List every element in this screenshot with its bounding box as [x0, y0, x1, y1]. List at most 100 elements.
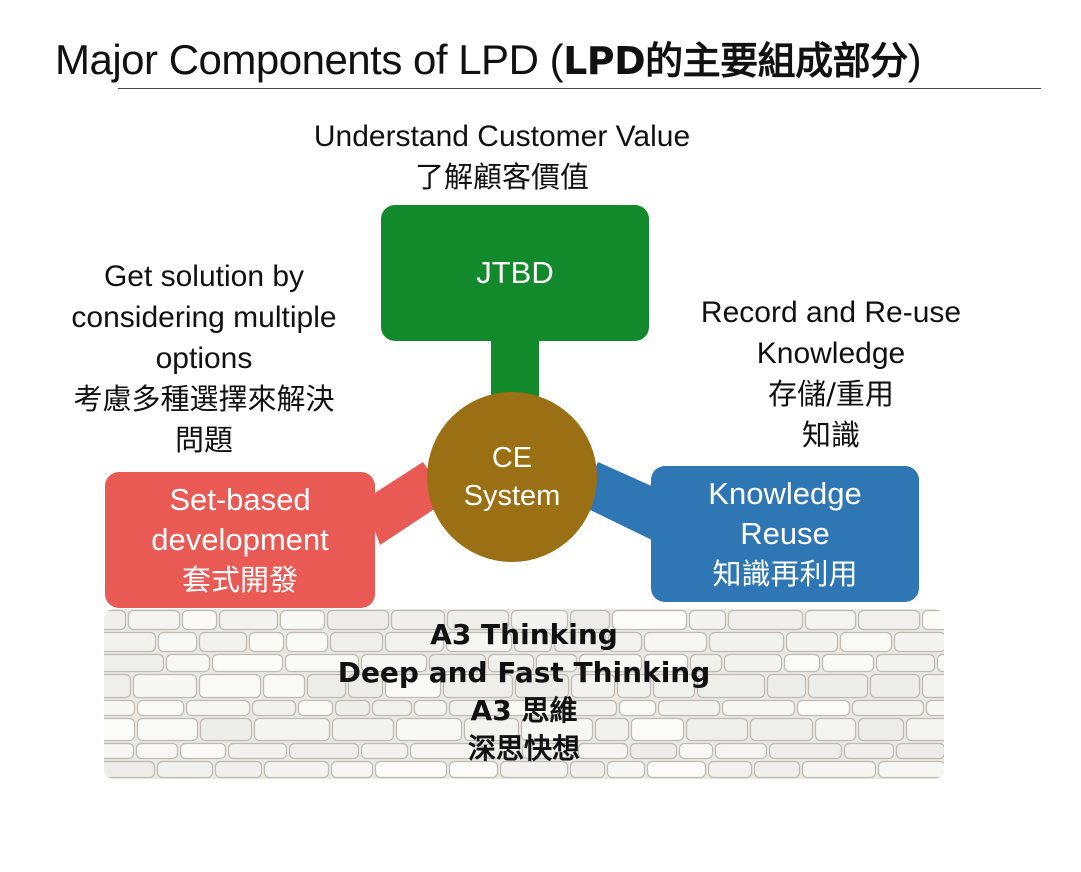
title-chinese: LPD的主要組成部分 — [563, 39, 908, 83]
stone — [569, 760, 606, 779]
stone — [484, 742, 521, 760]
stone — [136, 699, 185, 717]
stone — [629, 742, 678, 760]
hub-line2: System — [463, 480, 561, 512]
stone — [445, 631, 513, 653]
stone — [442, 673, 514, 699]
stone — [707, 760, 753, 779]
stone — [553, 631, 607, 653]
stone — [807, 673, 869, 699]
stone — [104, 717, 136, 742]
stone — [371, 699, 413, 717]
stone — [374, 760, 448, 779]
stone — [630, 717, 685, 742]
stone — [510, 609, 569, 631]
stone — [723, 653, 783, 673]
stone — [360, 742, 409, 760]
stone — [330, 760, 374, 779]
stone — [521, 742, 577, 760]
stone — [306, 673, 347, 699]
stone — [783, 653, 821, 673]
right-annotation-zh-1: 存儲/重用 — [768, 377, 894, 411]
stone — [851, 699, 925, 717]
stone — [253, 717, 331, 742]
stone — [560, 699, 618, 717]
stone — [643, 653, 689, 673]
jtbd-label: JTBD — [476, 255, 554, 290]
stone — [821, 653, 875, 673]
stone — [288, 742, 360, 760]
foundation-text: A3 Thinking Deep and Fast Thinking A3 思維… — [104, 616, 944, 768]
stone — [502, 699, 560, 717]
stone — [211, 653, 284, 673]
stone — [198, 673, 262, 699]
stone — [843, 742, 895, 760]
left-annotation: Get solution by considering multiple opt… — [44, 256, 364, 461]
set-based-zh: 套式開發 — [181, 563, 298, 597]
stone — [448, 699, 502, 717]
stone-wall-foundation — [104, 609, 944, 779]
stone — [814, 717, 857, 742]
stone — [513, 631, 553, 653]
stone — [326, 609, 390, 631]
stone — [796, 699, 851, 717]
knowledge-reuse-line2: Reuse — [740, 516, 830, 551]
stone — [875, 653, 936, 673]
knowledge-reuse-box: Knowledge Reuse 知識再利用 — [651, 466, 919, 602]
stone — [384, 673, 442, 699]
stone — [727, 609, 804, 631]
stone — [578, 653, 643, 673]
stone — [857, 717, 905, 742]
stone — [570, 673, 616, 699]
title-main: Major Components of LPD ( — [55, 36, 564, 83]
stone — [214, 760, 263, 779]
stone — [263, 760, 330, 779]
top-annotation: Understand Customer Value 了解顧客價值 — [282, 116, 722, 198]
stone — [678, 742, 714, 760]
stone — [135, 742, 179, 760]
hub-line1: CE — [491, 442, 533, 474]
stone — [749, 717, 814, 742]
set-based-line1: Set-based — [169, 482, 311, 517]
top-annotation-zh: 了解顧客價值 — [414, 160, 589, 194]
left-annotation-en-1: Get solution by — [103, 260, 305, 293]
stone — [463, 717, 520, 742]
stone — [297, 699, 334, 717]
stone — [104, 673, 132, 699]
stone — [646, 760, 707, 779]
stone — [801, 760, 877, 779]
title-underline — [118, 88, 1041, 89]
stone — [657, 699, 721, 717]
stone — [104, 631, 157, 653]
stone — [714, 742, 768, 760]
stone — [331, 717, 395, 742]
stone — [618, 699, 657, 717]
stone — [199, 717, 253, 742]
stone — [925, 699, 944, 717]
left-annotation-en-3: options — [155, 342, 253, 375]
stone — [181, 609, 218, 631]
stone — [428, 653, 487, 673]
stone — [607, 631, 643, 653]
knowledge-reuse-line1: Knowledge — [708, 476, 862, 511]
left-annotation-en-2: considering multiple — [71, 301, 337, 334]
stone — [104, 742, 135, 760]
stone — [487, 653, 535, 673]
stone — [616, 673, 652, 699]
knowledge-reuse-zh: 知識再利用 — [712, 557, 858, 591]
stone — [132, 673, 198, 699]
stone — [104, 699, 136, 717]
stone — [329, 631, 384, 653]
stone — [577, 742, 629, 760]
stone — [569, 609, 611, 631]
right-annotation-zh-2: 知識 — [801, 418, 860, 452]
stone — [156, 760, 214, 779]
stone-wall-texture — [104, 609, 944, 779]
stone — [347, 673, 384, 699]
stone — [284, 653, 360, 673]
stone — [279, 609, 326, 631]
stone — [688, 609, 727, 631]
stone — [921, 673, 944, 699]
jtbd-box: JTBD — [381, 205, 649, 341]
stone — [446, 609, 510, 631]
